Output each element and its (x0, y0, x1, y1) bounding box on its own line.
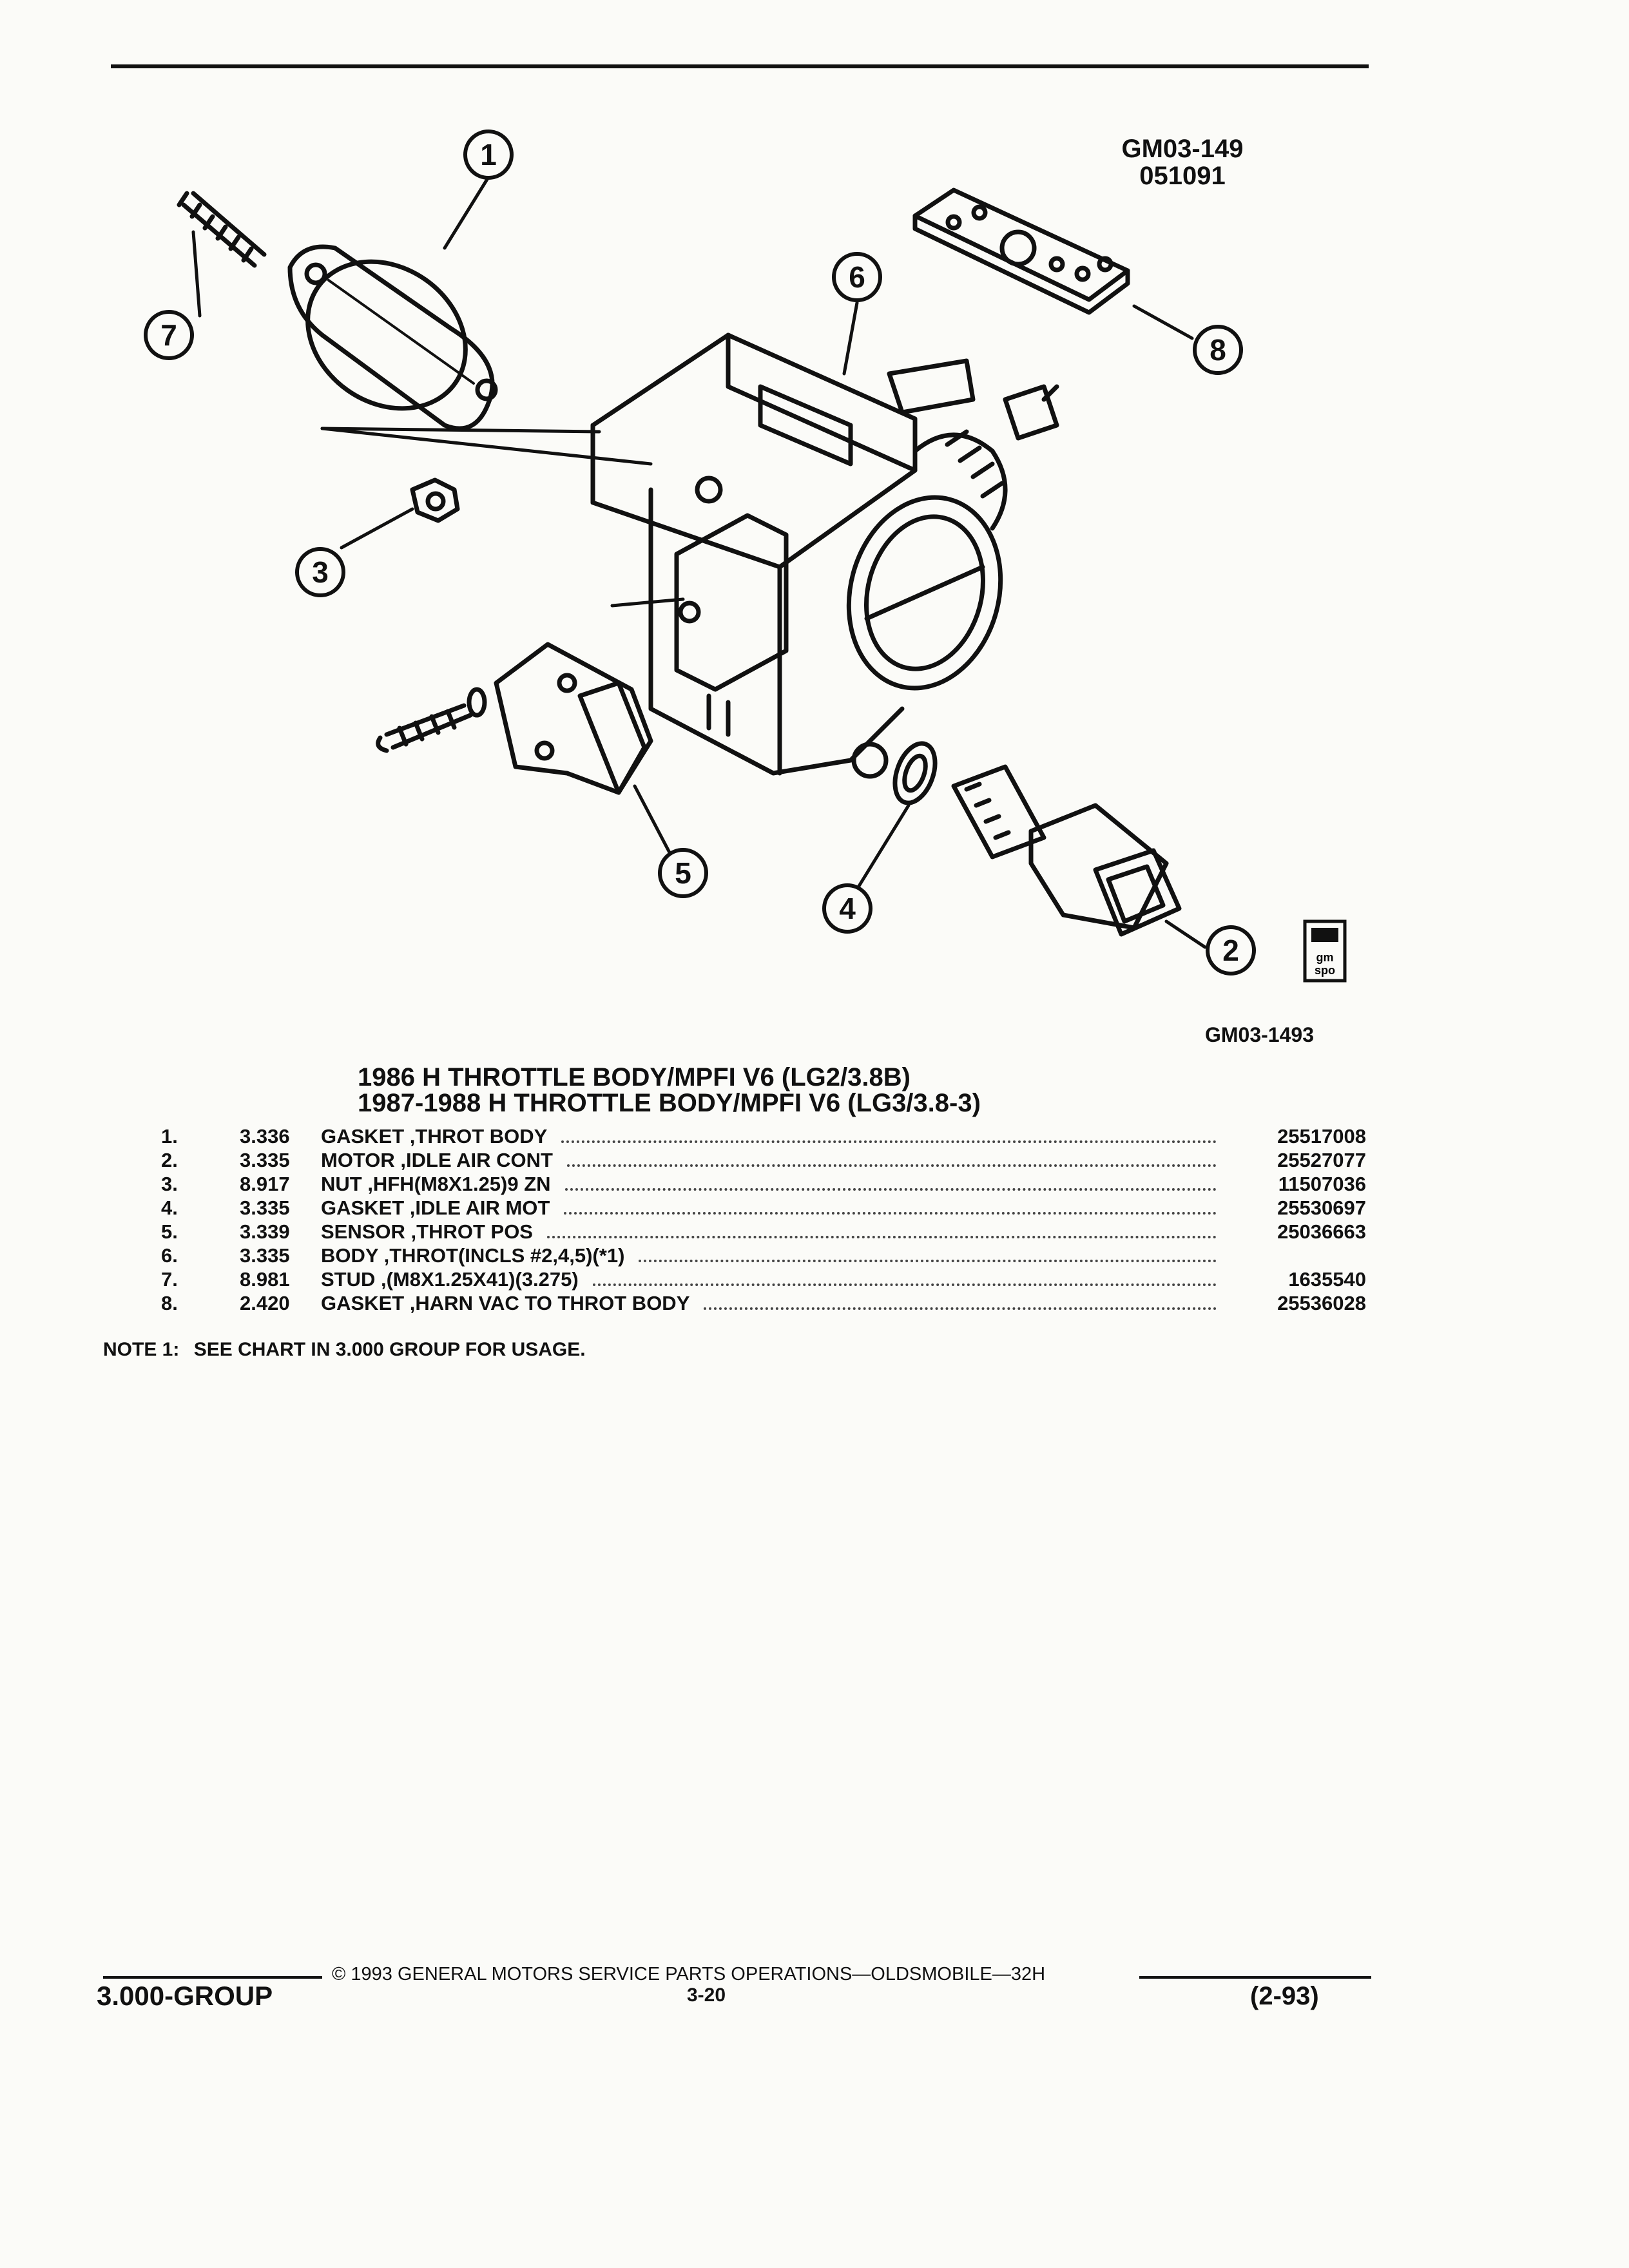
part-row: 8. 2.420 GASKET ,HARN VAC TO THROT BODY 255… (161, 1291, 1366, 1315)
callout-5: 5 (658, 848, 708, 898)
catalog-part-number: 1635540 (1288, 1268, 1366, 1291)
callout-1: 1 (463, 130, 514, 180)
part-row: 2. 3.335 MOTOR ,IDLE AIR CONT 25527077 (161, 1148, 1366, 1172)
part-row: 3. 8.917 NUT ,HFH(M8X1.25)9 ZN 11507036 (161, 1172, 1366, 1196)
part-description: SENSOR ,THROT POS (321, 1220, 533, 1243)
part-number-index: 8. (161, 1292, 178, 1314)
dot-leader (564, 1173, 1217, 1191)
part-number-index: 1. (161, 1125, 178, 1148)
gm-spo-badge: gm spo (1303, 919, 1347, 983)
throttle-body-gasket-drawing (287, 244, 498, 431)
dot-leader (639, 1244, 1217, 1262)
dot-leader (561, 1125, 1217, 1143)
part-number-index: 4. (161, 1196, 178, 1219)
catalog-part-number: 25517008 (1277, 1125, 1366, 1148)
part-group-code: 2.420 (240, 1292, 290, 1314)
callout-2: 2 (1206, 925, 1256, 975)
part-row: 4. 3.335 GASKET ,IDLE AIR MOT 25530697 (161, 1196, 1366, 1220)
vacuum-gasket-drawing (912, 187, 1130, 315)
exploded-parts-diagram: 1 6 8 7 3 5 4 2 gm spo (144, 130, 1347, 983)
svg-text:4: 4 (839, 892, 856, 925)
part-description: BODY ,THROT(INCLS #2,4,5)(*1) (321, 1244, 625, 1267)
callout-4: 4 (822, 883, 872, 934)
part-description: GASKET ,THROT BODY (321, 1125, 548, 1148)
svg-text:6: 6 (849, 260, 865, 294)
svg-text:8: 8 (1210, 333, 1226, 367)
page-number: 3-20 (687, 1984, 726, 2006)
catalog-part-number: 25530697 (1277, 1196, 1366, 1219)
footer-rule-left (103, 1976, 322, 1979)
idle-air-motor-gasket-drawing (892, 741, 938, 805)
part-description: MOTOR ,IDLE AIR CONT (321, 1149, 553, 1171)
leader-lines (191, 175, 1207, 949)
callout-6: 6 (832, 252, 882, 302)
part-group-code: 8.917 (240, 1173, 290, 1195)
svg-text:spo: spo (1315, 964, 1335, 977)
part-number-index: 3. (161, 1173, 178, 1195)
part-number-index: 5. (161, 1220, 178, 1243)
stud-drawing (177, 191, 267, 268)
top-rule (111, 64, 1369, 68)
copyright-line: © 1993 GENERAL MOTORS SERVICE PARTS OPER… (332, 1964, 1046, 1984)
dot-leader (592, 1268, 1217, 1286)
part-description: NUT ,HFH(M8X1.25)9 ZN (321, 1173, 551, 1195)
catalog-part-number: 25536028 (1277, 1292, 1366, 1314)
title-line-2: 1987-1988 H THROTTLE BODY/MPFI V6 (LG3/3… (358, 1089, 981, 1117)
nut-drawing (410, 477, 460, 523)
part-row: 5. 3.339 SENSOR ,THROT POS 25036663 (161, 1220, 1366, 1244)
part-number-index: 2. (161, 1149, 178, 1171)
dot-leader (546, 1220, 1217, 1238)
parts-list: 1. 3.336 GASKET ,THROT BODY 25517008 2. 3.335… (161, 1124, 1366, 1315)
dot-leader (704, 1292, 1217, 1310)
figure-reference-code: GM03-149 (1121, 135, 1244, 163)
part-row: 7. 8.981 STUD ,(M8X1.25X41)(3.275) 1635540 (161, 1267, 1366, 1291)
figure-reference-top: GM03-149 051091 (1089, 135, 1276, 189)
catalog-part-number: 11507036 (1278, 1173, 1366, 1195)
part-description: GASKET ,IDLE AIR MOT (321, 1196, 550, 1219)
usage-note: NOTE 1: SEE CHART IN 3.000 GROUP FOR USA… (103, 1339, 595, 1361)
svg-text:gm: gm (1316, 951, 1334, 964)
svg-text:2: 2 (1222, 934, 1239, 967)
callout-8: 8 (1193, 325, 1243, 375)
catalog-part-number: 25527077 (1277, 1149, 1366, 1171)
note-label: NOTE 1: (103, 1339, 180, 1360)
svg-text:5: 5 (675, 856, 691, 890)
part-number-index: 7. (161, 1268, 178, 1291)
group-label: 3.000-GROUP (97, 1981, 273, 2011)
callout-7: 7 (144, 310, 194, 360)
figure-reference-bottom: GM03-1493 (1205, 1023, 1314, 1046)
note-text: SEE CHART IN 3.000 GROUP FOR USAGE. (193, 1339, 586, 1360)
throttle-position-sensor-drawing (376, 642, 653, 795)
part-group-code: 3.339 (240, 1220, 290, 1243)
dot-leader (566, 1149, 1217, 1167)
part-group-code: 3.335 (240, 1244, 290, 1267)
part-number-index: 6. (161, 1244, 178, 1267)
part-description: STUD ,(M8X1.25X41)(3.275) (321, 1268, 579, 1291)
throttle-body-drawing (590, 332, 1059, 779)
dot-leader (564, 1196, 1217, 1215)
callout-3: 3 (295, 547, 345, 597)
part-description: GASKET ,HARN VAC TO THROT BODY (321, 1292, 690, 1314)
part-group-code: 3.335 (240, 1196, 290, 1219)
part-group-code: 8.981 (240, 1268, 290, 1291)
svg-text:3: 3 (312, 555, 329, 589)
part-row: 1. 3.336 GASKET ,THROT BODY 25517008 (161, 1124, 1366, 1148)
part-group-code: 3.336 (240, 1125, 290, 1148)
revision-date: (2-93) (1250, 1982, 1319, 2010)
svg-text:7: 7 (160, 318, 177, 352)
part-row: 6. 3.335 BODY ,THROT(INCLS #2,4,5)(*1) (161, 1244, 1366, 1267)
catalog-part-number: 25036663 (1277, 1220, 1366, 1243)
svg-text:1: 1 (480, 138, 497, 171)
footer-rule-right (1139, 1976, 1371, 1979)
idle-air-control-motor-drawing (951, 764, 1182, 937)
part-group-code: 3.335 (240, 1149, 290, 1171)
title-line-1: 1986 H THROTTLE BODY/MPFI V6 (LG2/3.8B) (358, 1063, 911, 1091)
section-titles: 1986 H THROTTLE BODY/MPFI V6 (LG2/3.8B) … (358, 1064, 981, 1116)
figure-reference-date: 051091 (1139, 162, 1226, 190)
